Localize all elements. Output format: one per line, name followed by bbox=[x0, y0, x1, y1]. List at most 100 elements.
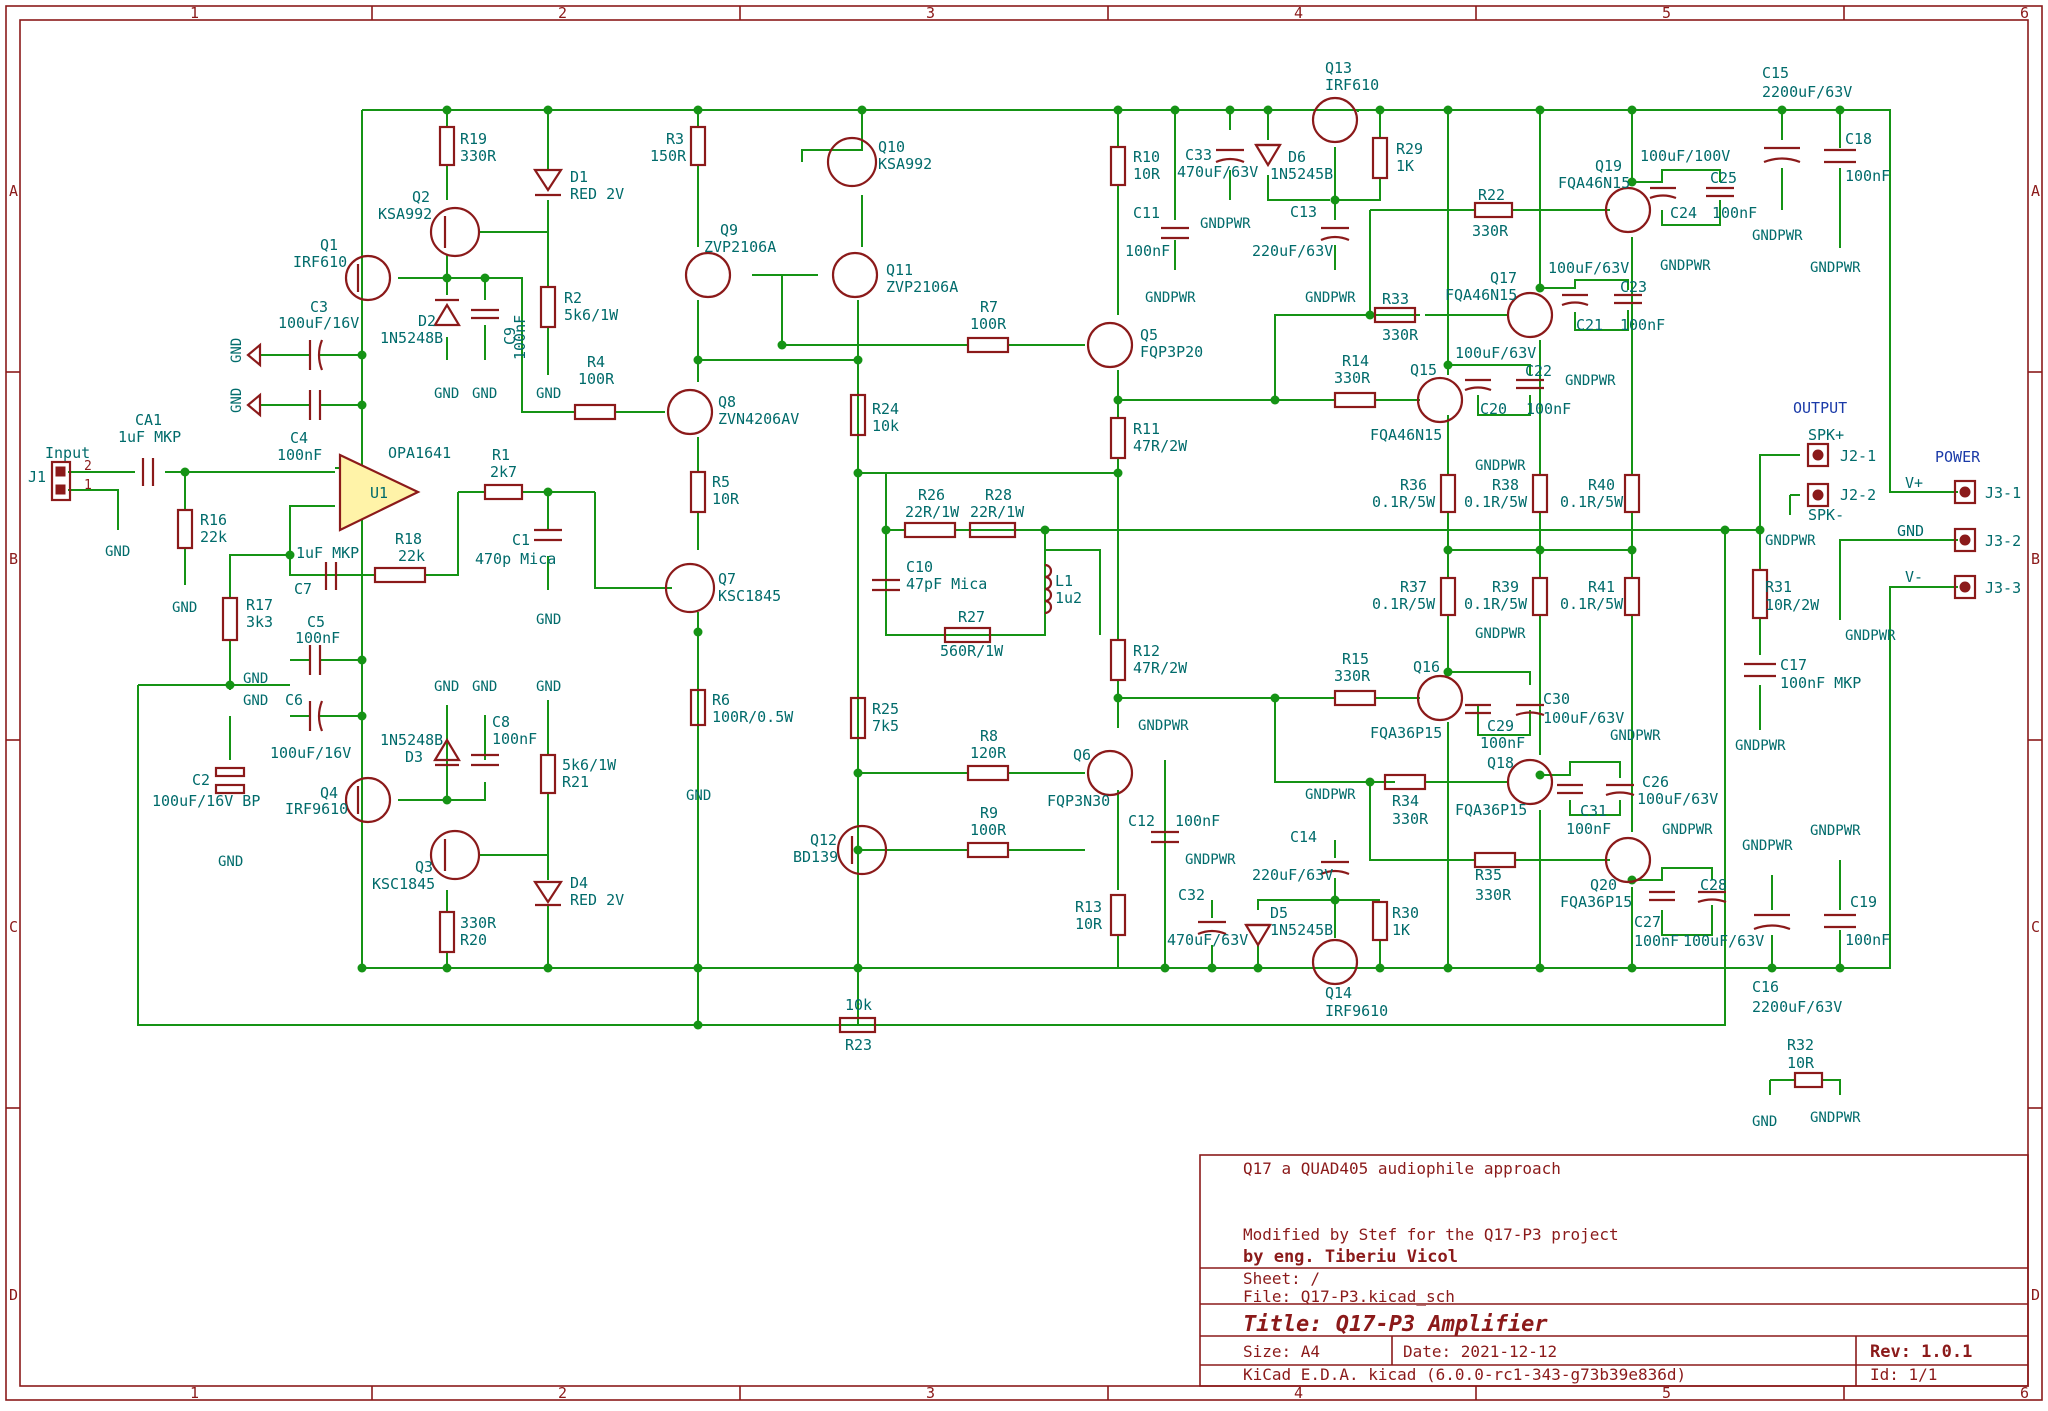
junction-dot bbox=[693, 963, 703, 973]
r14-ref: R14 bbox=[1342, 352, 1369, 370]
c17-val: 100nF MKP bbox=[1780, 674, 1861, 692]
r24-val: 10k bbox=[872, 417, 899, 435]
r33-ref: R33 bbox=[1382, 290, 1409, 308]
q13-ref: Q13 bbox=[1325, 59, 1352, 77]
q14-ref: Q14 bbox=[1325, 984, 1352, 1002]
grid-row-d: D bbox=[9, 1286, 18, 1304]
r37-ref: R37 bbox=[1400, 578, 1427, 596]
c11-val: 100nF bbox=[1125, 242, 1170, 260]
c2-ref: C2 bbox=[192, 771, 210, 789]
gndpwr-j3: GNDPWR bbox=[1845, 628, 1896, 644]
c24-val: 100uF/100V bbox=[1640, 147, 1730, 165]
grid-row-a-right: A bbox=[2031, 182, 2040, 200]
gndpwr-c21: GNDPWR bbox=[1565, 373, 1616, 389]
grid-labels: 1 2 3 4 5 6 1 2 3 4 5 6 A B C D A B C D bbox=[9, 4, 2040, 1402]
grid-row-b: B bbox=[9, 550, 18, 568]
junction-dot bbox=[1443, 105, 1453, 115]
junction-dot bbox=[1330, 195, 1340, 205]
r35-ref: R35 bbox=[1475, 866, 1502, 884]
gnd-c8: GND bbox=[472, 679, 497, 695]
junction-dot bbox=[1375, 963, 1385, 973]
c5-val: 100nF bbox=[295, 629, 340, 647]
net-gnd: GND bbox=[1897, 522, 1924, 540]
gnd-r21: GND bbox=[536, 679, 561, 695]
c29-ref: C29 bbox=[1487, 717, 1514, 735]
grid-col-4: 4 bbox=[1294, 4, 1303, 22]
junctions bbox=[180, 105, 1845, 1030]
q13-val: IRF610 bbox=[1325, 76, 1379, 94]
grid-col-3-bottom: 3 bbox=[926, 1384, 935, 1402]
r26-ref: R26 bbox=[918, 486, 945, 504]
c22-ref: C22 bbox=[1525, 362, 1552, 380]
r23-ref: R23 bbox=[845, 1036, 872, 1054]
q17-ref: Q17 bbox=[1490, 269, 1517, 287]
q4-ref: Q4 bbox=[320, 784, 338, 802]
grid-row-d-right: D bbox=[2031, 1286, 2040, 1304]
net-vminus: V- bbox=[1905, 568, 1923, 586]
junction-dot bbox=[693, 105, 703, 115]
junction-dot bbox=[357, 711, 367, 721]
junction-dot bbox=[1160, 963, 1170, 973]
r10-ref: R10 bbox=[1133, 148, 1160, 166]
c31-ref: C31 bbox=[1580, 802, 1607, 820]
junction-dot bbox=[285, 550, 295, 560]
q5-ref: Q5 bbox=[1140, 326, 1158, 344]
q7-val: KSC1845 bbox=[718, 587, 781, 605]
r25-ref: R25 bbox=[872, 700, 899, 718]
d3-val: 1N5248B bbox=[380, 731, 443, 749]
grid-col-6: 6 bbox=[2020, 4, 2029, 22]
tool-label: KiCad E.D.A. kicad (6.0.0-rc1-343-g73b39… bbox=[1243, 1365, 1686, 1384]
sheet-label: Sheet: / bbox=[1243, 1269, 1320, 1288]
junction-dot bbox=[1535, 963, 1545, 973]
q7-ref: Q7 bbox=[718, 570, 736, 588]
q8-val: ZVN4206AV bbox=[718, 410, 799, 428]
q11-val: ZVP2106A bbox=[886, 278, 958, 296]
junction-dot bbox=[1535, 283, 1545, 293]
c12-val: 100nF bbox=[1175, 812, 1220, 830]
gndpwr-c19: GNDPWR bbox=[1810, 823, 1861, 839]
junction-dot bbox=[1767, 963, 1777, 973]
r30-val: 1K bbox=[1392, 921, 1410, 939]
c4-val: 100nF bbox=[277, 446, 322, 464]
junction-dot bbox=[225, 680, 235, 690]
junction-dot bbox=[857, 105, 867, 115]
q2-val: KSA992 bbox=[378, 205, 432, 223]
r28-val: 22R/1W bbox=[970, 503, 1025, 521]
r31-ref: R31 bbox=[1765, 578, 1792, 596]
c13-ref: C13 bbox=[1290, 203, 1317, 221]
junction-dot bbox=[853, 468, 863, 478]
r16-val: 22k bbox=[200, 528, 227, 546]
r1-ref: R1 bbox=[492, 446, 510, 464]
q9-val: ZVP2106A bbox=[704, 238, 776, 256]
page-title: Title: Q17-P3 Amplifier bbox=[1243, 1312, 1548, 1337]
c8-val: 100nF bbox=[492, 730, 537, 748]
grid-col-4-bottom: 4 bbox=[1294, 1384, 1303, 1402]
c25-ref: C25 bbox=[1710, 169, 1737, 187]
r16-ref: R16 bbox=[200, 511, 227, 529]
r4-ref: R4 bbox=[587, 353, 605, 371]
labels: Input J1 2 1 GND CA1 1uF MKP R16 22k GND… bbox=[28, 59, 2021, 1130]
q16-ref: Q16 bbox=[1413, 658, 1440, 676]
c33-ref: C33 bbox=[1185, 146, 1212, 164]
r19-ref: R19 bbox=[460, 130, 487, 148]
junction-dot bbox=[853, 355, 863, 365]
j1-pin-1: 1 bbox=[84, 478, 92, 493]
junction-dot bbox=[1207, 963, 1217, 973]
d5-val: 1N5245B bbox=[1270, 921, 1333, 939]
grid-col-2: 2 bbox=[558, 4, 567, 22]
net-spk-plus: SPK+ bbox=[1808, 426, 1844, 444]
junction-dot bbox=[1270, 395, 1280, 405]
c21-ref: C21 bbox=[1576, 316, 1603, 334]
r32-ref: R32 bbox=[1787, 1036, 1814, 1054]
gndpwr-j2: GNDPWR bbox=[1765, 533, 1816, 549]
c32-val: 470uF/63V bbox=[1167, 931, 1248, 949]
junction-dot bbox=[543, 487, 553, 497]
gndpwr-r32: GNDPWR bbox=[1810, 1110, 1861, 1126]
c31-val: 100nF bbox=[1566, 820, 1611, 838]
grid-row-c: C bbox=[9, 918, 18, 936]
r33-val: 330R bbox=[1382, 326, 1419, 344]
c23-val: 100nF bbox=[1620, 316, 1665, 334]
q3-val: KSC1845 bbox=[372, 875, 435, 893]
r15-ref: R15 bbox=[1342, 650, 1369, 668]
r26-val: 22R/1W bbox=[905, 503, 960, 521]
